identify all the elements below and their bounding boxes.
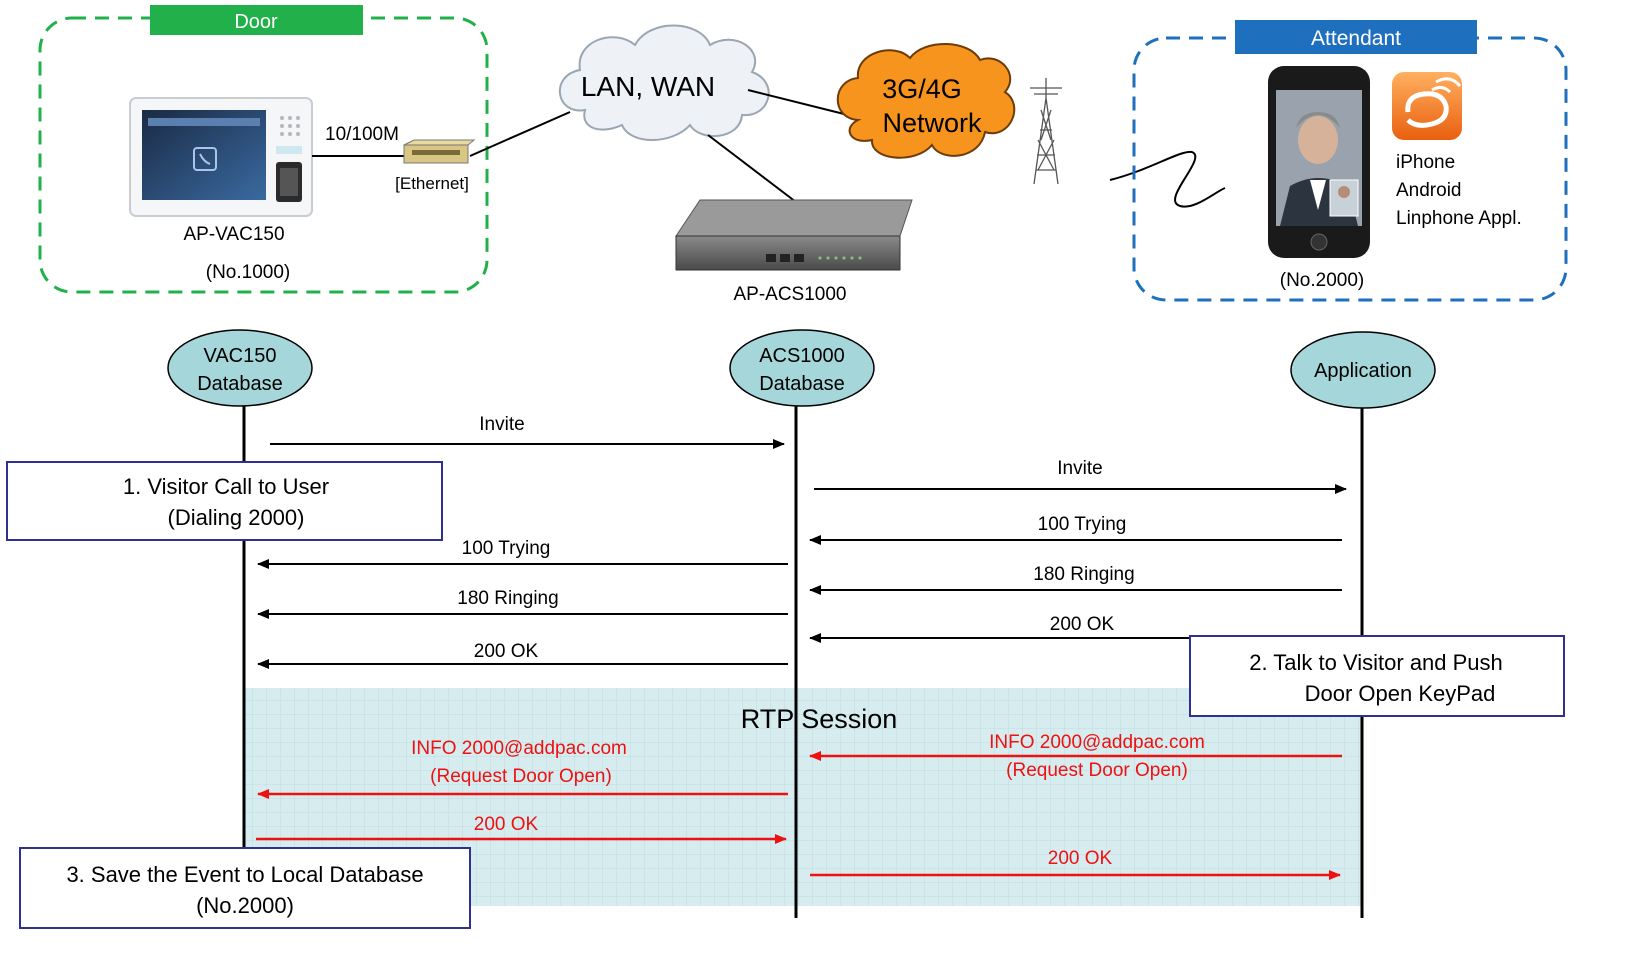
lifeline-vac150-name: VAC150 bbox=[203, 345, 276, 367]
message-200-ok-1: 200 OK bbox=[809, 614, 1192, 643]
message-200-ok-2: 200 OK bbox=[257, 641, 788, 669]
message-label: INFO 2000@addpac.com bbox=[989, 732, 1205, 753]
message-label: Invite bbox=[479, 414, 524, 435]
callout-step1: 1. Visitor Call to User (Dialing 2000) bbox=[6, 461, 443, 541]
attendant-group-label: Attendant bbox=[1311, 27, 1401, 50]
lifeline-head-vac150: VAC150 Database bbox=[167, 329, 313, 407]
mobile-network-label-line1: 3G/4G bbox=[882, 74, 962, 104]
app-platform-line1: iPhone bbox=[1396, 152, 1455, 173]
lifeline-app-name: Application bbox=[1314, 360, 1412, 382]
message-invite-1: Invite bbox=[270, 414, 785, 449]
vac150-device-label: AP-VAC150 bbox=[183, 224, 284, 245]
lifeline-vac150-sub: Database bbox=[197, 373, 283, 395]
message-invite-2: Invite bbox=[814, 458, 1347, 494]
attendant-number: (No.2000) bbox=[1280, 270, 1365, 291]
lifeline-acs1000-name: ACS1000 bbox=[759, 345, 845, 367]
lan-to-mobile-link bbox=[747, 89, 849, 116]
vac150-device-icon bbox=[129, 97, 313, 217]
callout-step2: 2. Talk to Visitor and Push Door Open Ke… bbox=[1189, 635, 1565, 717]
message-label: 200 OK bbox=[474, 814, 539, 835]
message-sublabel: (Request Door Open) bbox=[1006, 760, 1188, 781]
lifeline-acs1000-sub: Database bbox=[759, 373, 845, 395]
ethernet-switch-icon bbox=[403, 139, 476, 164]
message-label: 100 Trying bbox=[1038, 514, 1127, 535]
lifeline-head-app: Application bbox=[1290, 331, 1436, 409]
message-180-ringing-2: 180 Ringing bbox=[257, 588, 788, 619]
message-label: 180 Ringing bbox=[457, 588, 558, 609]
message-200-ok-red-2: 200 OK bbox=[810, 848, 1341, 880]
message-180-ringing-1: 180 Ringing bbox=[809, 564, 1342, 595]
acs1000-server-icon bbox=[675, 199, 913, 271]
message-label: 200 OK bbox=[1050, 614, 1115, 635]
callout-step2-line1: 2. Talk to Visitor and Push bbox=[1249, 650, 1503, 675]
acs1000-server-label: AP-ACS1000 bbox=[733, 284, 846, 305]
lifeline-head-acs1000: ACS1000 Database bbox=[729, 329, 875, 407]
app-platform-line2: Android bbox=[1396, 180, 1462, 201]
door-group: Door bbox=[38, 5, 489, 294]
cell-tower-icon bbox=[1030, 78, 1062, 185]
vac150-number: (No.1000) bbox=[206, 262, 291, 283]
linphone-app-icon bbox=[1392, 72, 1462, 140]
door-group-label: Door bbox=[234, 11, 278, 33]
message-label: INFO 2000@addpac.com bbox=[411, 738, 627, 759]
lan-wan-label: LAN, WAN bbox=[581, 71, 715, 102]
message-label: 180 Ringing bbox=[1033, 564, 1134, 585]
callout-step3-line2: (No.2000) bbox=[196, 893, 294, 918]
mobile-network-label-line2: Network bbox=[882, 108, 982, 138]
smartphone-icon bbox=[1268, 66, 1370, 258]
message-label: 200 OK bbox=[474, 641, 539, 662]
app-platform-line3: Linphone Appl. bbox=[1396, 208, 1522, 229]
message-info-request-2: INFO 2000@addpac.com (Request Door Open) bbox=[257, 738, 788, 799]
callout-step2-line2: Door Open KeyPad bbox=[1305, 681, 1496, 706]
message-label: Invite bbox=[1057, 458, 1102, 479]
switch-to-lan-link bbox=[469, 111, 571, 157]
message-100-trying-2: 100 Trying bbox=[257, 538, 788, 569]
message-100-trying-1: 100 Trying bbox=[809, 514, 1342, 545]
attendant-group: Attendant bbox=[1132, 20, 1568, 302]
message-200-ok-red-1: 200 OK bbox=[256, 814, 787, 844]
link-speed-label: 10/100M bbox=[325, 124, 399, 145]
message-label: 200 OK bbox=[1048, 848, 1113, 869]
link-type-label: [Ethernet] bbox=[395, 174, 469, 193]
door-group-header bbox=[150, 5, 363, 35]
callout-step3: 3. Save the Event to Local Database (No.… bbox=[19, 847, 471, 929]
mobile-network-cloud-icon bbox=[836, 43, 1016, 159]
callout-step3-line1: 3. Save the Event to Local Database bbox=[66, 862, 423, 887]
rtp-session-label: RTP Session bbox=[741, 704, 898, 734]
lan-to-server-link bbox=[707, 134, 797, 203]
callout-step1-line1: 1. Visitor Call to User bbox=[123, 474, 329, 499]
attendant-group-header bbox=[1235, 20, 1477, 54]
message-info-request-1: INFO 2000@addpac.com (Request Door Open) bbox=[809, 732, 1342, 781]
message-label: 100 Trying bbox=[462, 538, 551, 559]
lan-wan-cloud-icon bbox=[558, 24, 770, 141]
callout-step1-line2: (Dialing 2000) bbox=[168, 505, 305, 530]
wireless-link-icon bbox=[1109, 150, 1226, 208]
message-sublabel: (Request Door Open) bbox=[430, 766, 612, 787]
